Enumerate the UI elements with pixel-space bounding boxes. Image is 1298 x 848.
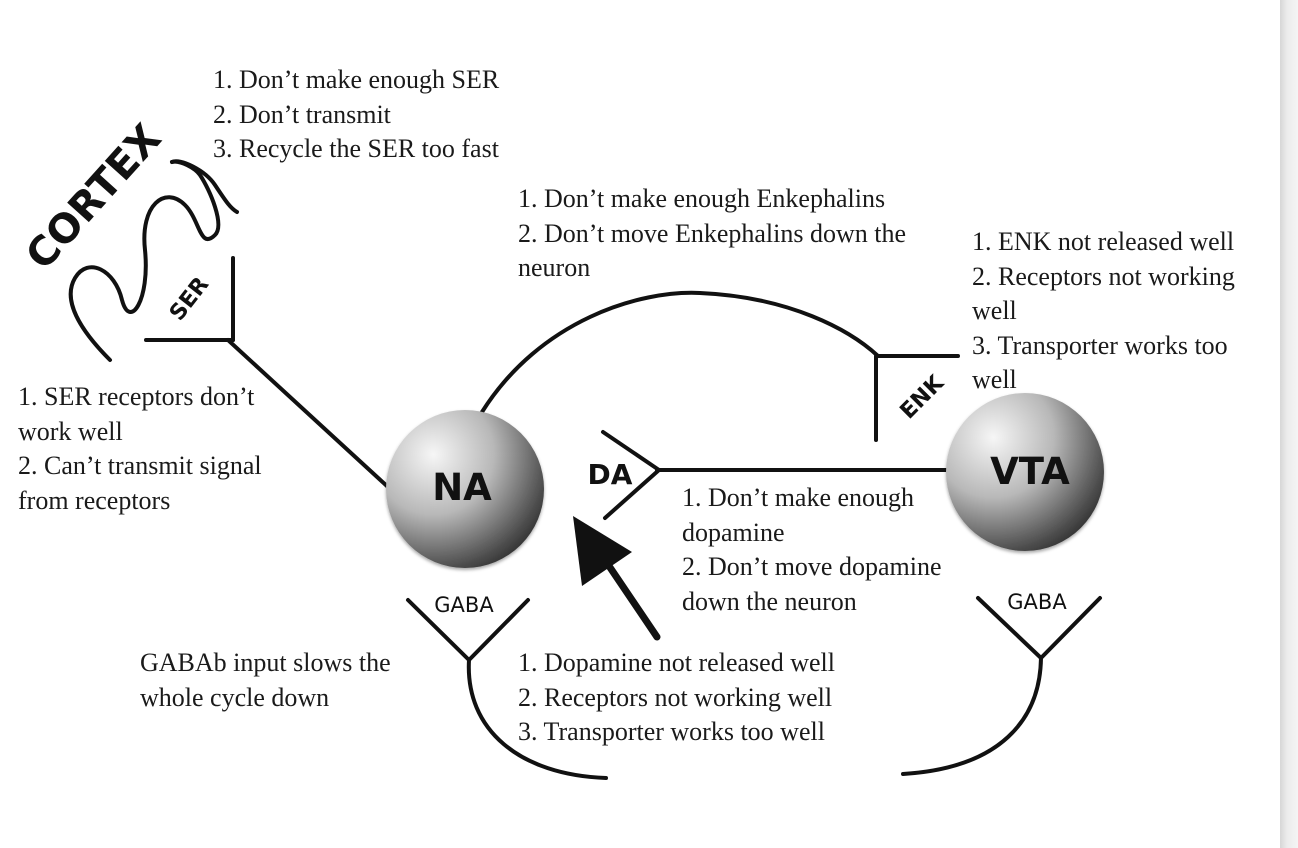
arrow-icon bbox=[573, 516, 661, 641]
da-production-note: 1. Don’t make enough dopamine 2. Don’t m… bbox=[682, 483, 942, 616]
na-label: NA bbox=[432, 466, 492, 509]
cortex-label: CORTEX bbox=[17, 116, 170, 279]
da-fork-top bbox=[601, 430, 661, 472]
ser-label: SER bbox=[165, 273, 214, 326]
enk-release-note: 1. ENK not released well 2. Receptors no… bbox=[972, 227, 1235, 394]
page-edge bbox=[1280, 0, 1298, 848]
vta-label: VTA bbox=[990, 450, 1070, 493]
da-fork-bottom bbox=[603, 468, 661, 520]
enk-arc bbox=[480, 290, 880, 414]
ser-production-note: 1. Don’t make enough SER 2. Don’t transm… bbox=[213, 65, 500, 163]
enk-label: ENK bbox=[896, 370, 950, 424]
vta-node bbox=[946, 393, 1104, 551]
gaba-left-arc bbox=[466, 658, 608, 780]
na-node bbox=[386, 410, 544, 568]
gaba-left-label: GABA bbox=[434, 593, 494, 617]
ser-axon bbox=[226, 338, 390, 489]
da-label: DA bbox=[588, 458, 633, 491]
gaba-right-arc bbox=[901, 656, 1043, 776]
cortex-wave-tail bbox=[170, 159, 239, 214]
enk-production-note: 1. Don’t make enough Enkephalins 2. Don’… bbox=[518, 184, 907, 282]
gabab-note: GABAb input slows the whole cycle down bbox=[140, 648, 391, 712]
ser-receptors-note: 1. SER receptors don’t work well 2. Can’… bbox=[18, 382, 262, 515]
gaba-right-label: GABA bbox=[1007, 590, 1067, 614]
cortex-wave bbox=[68, 159, 221, 362]
da-release-note: 1. Dopamine not released well 2. Recepto… bbox=[518, 648, 835, 746]
